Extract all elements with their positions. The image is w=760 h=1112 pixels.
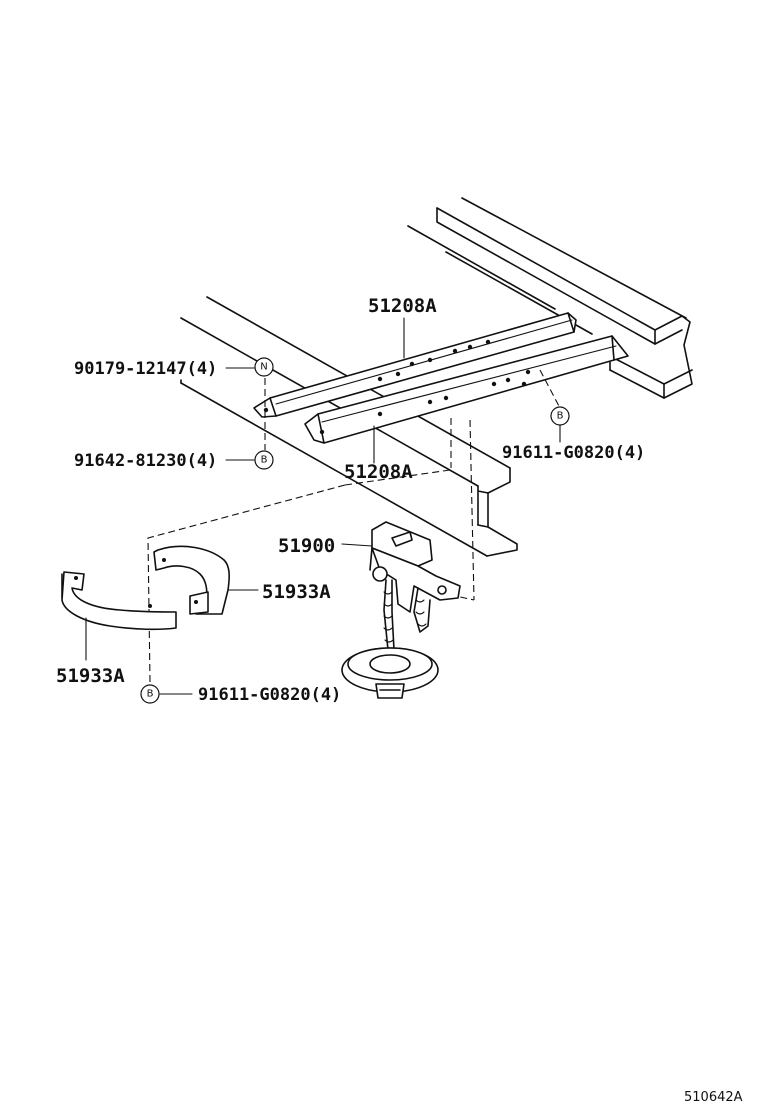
label-bolt-b-bottom: 91611-G0820(4) (198, 685, 341, 705)
svg-text:B: B (147, 689, 154, 700)
marker-b-upper-left: B (254, 450, 274, 470)
label-bolt-b-right: 91611-G0820(4) (502, 443, 645, 463)
leader-lines (85, 317, 561, 695)
label-carrier: 51900 (278, 535, 335, 557)
crossmember (180, 225, 593, 557)
reference-code: 510642A (684, 1090, 743, 1105)
svg-text:B: B (557, 411, 564, 422)
marker-b-right: B (550, 406, 570, 426)
bracket-lower (304, 335, 629, 444)
label-spacer-right: 51933A (262, 581, 331, 603)
label-bracket-lower: 51208A (344, 461, 413, 483)
label-washer-b: 91642-81230(4) (74, 451, 217, 471)
spare-tire-carrier (341, 521, 461, 699)
svg-text:N: N (260, 362, 267, 373)
bracket-upper (253, 312, 577, 418)
marker-b-bottom: B (140, 684, 160, 704)
svg-text:B: B (261, 455, 268, 466)
label-spacer-left: 51933A (56, 665, 125, 687)
marker-n: N (254, 357, 274, 377)
label-bolt-n: 90179-12147(4) (74, 359, 217, 379)
label-bracket-upper: 51208A (368, 295, 437, 317)
spacer-right (153, 545, 230, 615)
spacer-left (61, 571, 177, 631)
